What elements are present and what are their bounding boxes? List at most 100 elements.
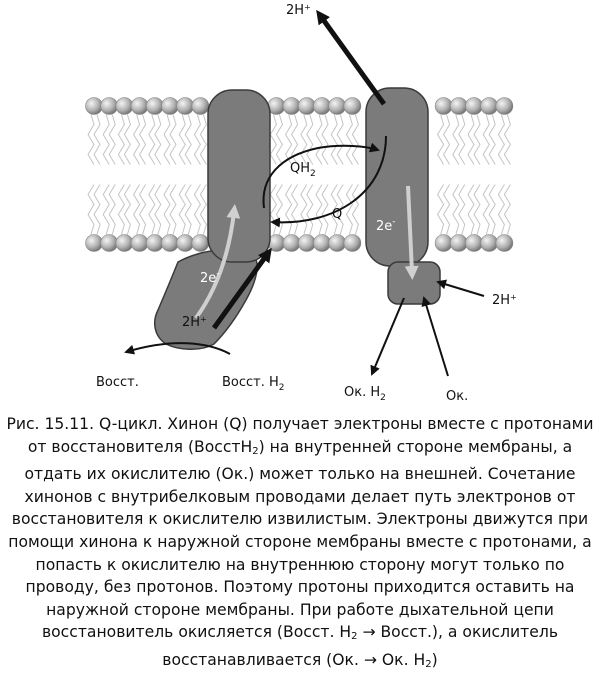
lipid-tail xyxy=(452,184,460,235)
left-electron-arrow xyxy=(194,204,241,320)
lipid-tail xyxy=(437,184,445,235)
lipid-tail xyxy=(467,114,475,165)
lipid-tail xyxy=(330,114,338,165)
lipid-tail xyxy=(133,184,141,235)
figure-caption: Рис. 15.11. Q-цикл. Хинон (Q) получает э… xyxy=(4,413,596,677)
qh2-label: QH2 xyxy=(290,161,316,179)
lipid-tail xyxy=(467,184,475,235)
left-proton-label: 2H⁺ xyxy=(182,315,207,330)
lipid-tail xyxy=(488,114,496,165)
lipid-tail xyxy=(163,114,171,165)
lipid-tail xyxy=(285,184,293,235)
lipid-head xyxy=(449,97,468,115)
lipid-tail xyxy=(321,114,329,165)
lipid-tail xyxy=(351,184,359,235)
lipid-head xyxy=(465,234,483,252)
lipid-tail xyxy=(503,114,511,165)
lipid-head xyxy=(282,97,301,115)
lipid-tail xyxy=(117,184,125,235)
lipid-head xyxy=(313,97,331,115)
caption-text-2: ) на внутренней стороне мембраны, а отда… xyxy=(8,437,592,642)
lipid-tail xyxy=(458,114,466,165)
oxidant-out-arrow xyxy=(370,297,405,376)
qh2-transfer-arrow xyxy=(262,142,380,209)
lipid-tail xyxy=(473,114,481,165)
lipid-tail xyxy=(458,184,466,235)
oxidant-in-arrow xyxy=(421,296,449,377)
lipid-tail xyxy=(139,184,147,235)
oxidant-h2-label: Ок. H2 xyxy=(344,385,386,403)
lipid-tail xyxy=(154,184,162,235)
lipid-tail xyxy=(93,184,101,235)
lipid-tail xyxy=(315,184,323,235)
lipid-tail xyxy=(108,114,116,165)
reductant-h2-label: Восст. H2 xyxy=(222,375,285,393)
lipid-head xyxy=(495,234,514,252)
figure-number: Рис. 15.11. xyxy=(6,415,95,433)
lipid-tail xyxy=(330,184,338,235)
lipid-tail xyxy=(133,114,141,165)
lipid-tail xyxy=(163,184,171,235)
lipid-tail xyxy=(306,114,314,165)
lipid-tail xyxy=(93,114,101,165)
lipid-tail xyxy=(306,184,314,235)
lipid-tail xyxy=(275,184,283,235)
lipid-head xyxy=(495,97,514,115)
lipid-head xyxy=(343,234,362,252)
lipid-tail xyxy=(437,114,445,165)
lipid-tail xyxy=(123,184,131,235)
lipid-head xyxy=(328,97,347,115)
lipid-tail xyxy=(154,114,162,165)
reductant-label: Восст. xyxy=(96,375,139,390)
lipid-tail xyxy=(443,114,451,165)
lipid-head xyxy=(161,234,179,252)
lipid-tail xyxy=(87,184,95,235)
lipid-tail xyxy=(139,114,147,165)
lipid-tail xyxy=(345,184,353,235)
q-return-arrow xyxy=(270,135,387,228)
lipid-tail xyxy=(102,114,110,165)
oxidant-label: Ок. xyxy=(446,389,468,404)
lipid-head xyxy=(85,97,103,115)
lipid-head xyxy=(115,97,134,115)
lipid-tail xyxy=(291,184,299,235)
lipid-tail xyxy=(269,114,277,165)
lipid-head xyxy=(328,234,347,252)
lipid-tail xyxy=(199,114,207,165)
lipid-tail xyxy=(315,114,323,165)
lipid-tail xyxy=(148,114,156,165)
lipid-tail xyxy=(193,184,201,235)
lipid-tail xyxy=(184,114,192,165)
lipid-head xyxy=(161,97,179,115)
lipid-head xyxy=(313,234,331,252)
lipid-head xyxy=(434,234,453,252)
lipid-tail xyxy=(488,184,496,235)
lipid-tail xyxy=(482,184,490,235)
lipid-head xyxy=(282,234,301,252)
lipid-head xyxy=(100,234,118,252)
lipid-tail xyxy=(169,114,177,165)
lipid-head xyxy=(434,97,453,115)
reductant-arrow xyxy=(124,342,231,355)
lipid-head xyxy=(130,97,149,115)
lipid-tail xyxy=(275,114,283,165)
proton-release-arrow xyxy=(316,9,387,106)
lipid-head xyxy=(176,97,194,115)
lipid-head xyxy=(297,97,316,115)
left-protein-transmembrane xyxy=(207,89,271,263)
right-protein xyxy=(365,87,441,305)
lipid-head xyxy=(191,234,210,252)
q-label: Q xyxy=(332,207,342,222)
lipid-tail xyxy=(321,184,329,235)
lipid-tail xyxy=(199,184,207,235)
lipid-tail xyxy=(148,184,156,235)
lipid-tail xyxy=(285,114,293,165)
lipid-head xyxy=(465,97,483,115)
caption-text-4: ) xyxy=(431,650,438,669)
right-electron-arrow xyxy=(404,185,419,280)
lipid-head xyxy=(85,234,103,252)
left-protein xyxy=(153,89,271,350)
lipid-tail xyxy=(300,184,308,235)
lipid-head xyxy=(146,234,164,252)
top-proton-label: 2H⁺ xyxy=(286,3,311,18)
